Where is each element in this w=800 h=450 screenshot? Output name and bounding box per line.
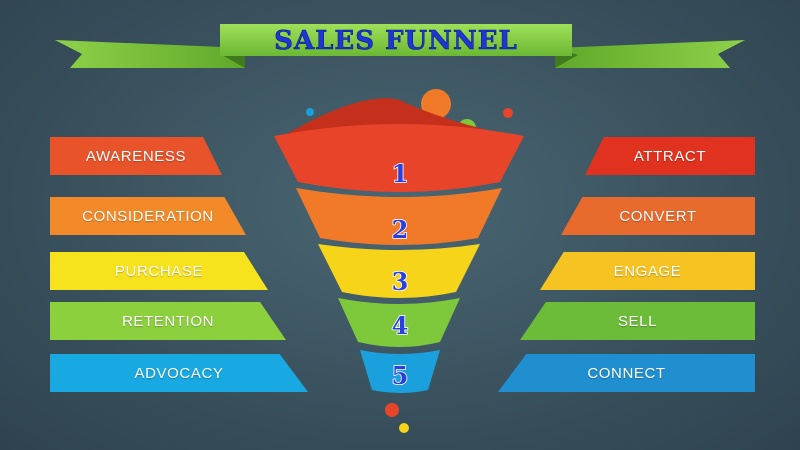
label-convert: CONVERT (561, 197, 755, 235)
label-consideration: CONSIDERATION (50, 197, 246, 235)
label-retention: RETENTION (50, 302, 286, 340)
funnel-stage-3 (318, 244, 480, 298)
decorative-ball (399, 423, 409, 433)
stage-number-1: 1 (392, 159, 409, 188)
label-attract: ATTRACT (585, 137, 755, 175)
title-ribbon: SALES FUNNEL (55, 24, 745, 68)
stage-number-4: 4 (392, 311, 409, 340)
label-awareness: AWARENESS (50, 137, 222, 175)
label-advocacy: ADVOCACY (50, 354, 308, 392)
decorative-ball (385, 403, 399, 417)
label-connect: CONNECT (498, 354, 755, 392)
funnel-stage-4 (338, 298, 460, 347)
decorative-ball (421, 89, 451, 119)
decorative-ball (306, 108, 314, 116)
ribbon-right-tail (555, 40, 745, 68)
funnel-stage-1 (274, 124, 524, 192)
stage-number-2: 2 (392, 215, 409, 244)
ribbon-left-tail (55, 40, 245, 68)
ribbon-center (220, 24, 572, 56)
funnel-stage-5 (360, 350, 440, 393)
label-sell: SELL (520, 302, 755, 340)
decorative-ball (503, 108, 513, 118)
page-title: SALES FUNNEL (274, 26, 518, 56)
label-engage: ENGAGE (540, 252, 755, 290)
stage-number-5: 5 (392, 361, 409, 390)
label-purchase: PURCHASE (50, 252, 268, 290)
funnel-stage-2 (296, 188, 502, 245)
stage-number-3: 3 (392, 267, 409, 296)
